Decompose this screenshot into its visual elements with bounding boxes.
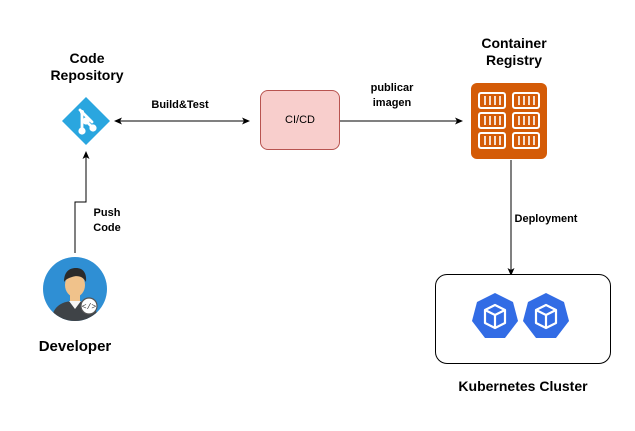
push-code-connector: [74, 151, 90, 253]
push-code-label: Push Code: [93, 207, 121, 234]
kubernetes-icon: [523, 293, 569, 338]
code-repository-label: Code Repository: [50, 50, 124, 83]
developer-label: Developer: [38, 338, 112, 355]
kubernetes-icon: [472, 293, 518, 338]
developer-avatar-icon[interactable]: </>: [43, 257, 107, 321]
kubernetes-cluster-box[interactable]: [435, 274, 611, 364]
cicd-label: CI/CD: [285, 114, 315, 126]
container-registry-icon[interactable]: [470, 82, 548, 160]
container-registry-label: Container Registry: [481, 35, 547, 68]
svg-text:</>: </>: [82, 303, 97, 312]
cicd-box[interactable]: CI/CD: [260, 90, 340, 150]
publicar-imagen-label: publicar imagen: [370, 82, 414, 109]
git-icon[interactable]: [60, 95, 112, 147]
build-test-label: Build&Test: [151, 99, 209, 111]
deployment-label: Deployment: [514, 213, 578, 225]
kubernetes-cluster-label: Kubernetes Cluster: [458, 378, 588, 394]
